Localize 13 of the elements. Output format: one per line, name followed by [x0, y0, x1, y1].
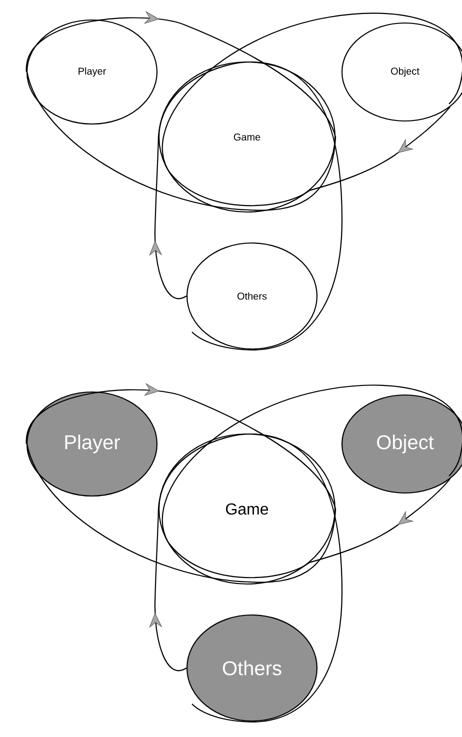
ellipse-node: Others [186, 614, 318, 722]
arrow [149, 137, 187, 299]
arrow [26, 383, 336, 510]
ellipse-node: Object [341, 394, 462, 494]
ellipse-node: Others [186, 242, 318, 350]
ellipse-node: Player [26, 391, 158, 497]
ellipse-node: Player [26, 19, 158, 125]
ellipse-node: Game [158, 61, 336, 213]
arrow [149, 509, 187, 671]
arrow [309, 478, 450, 563]
ellipse-node: Game [158, 433, 336, 585]
arrow [26, 11, 336, 138]
arrow [309, 106, 450, 191]
